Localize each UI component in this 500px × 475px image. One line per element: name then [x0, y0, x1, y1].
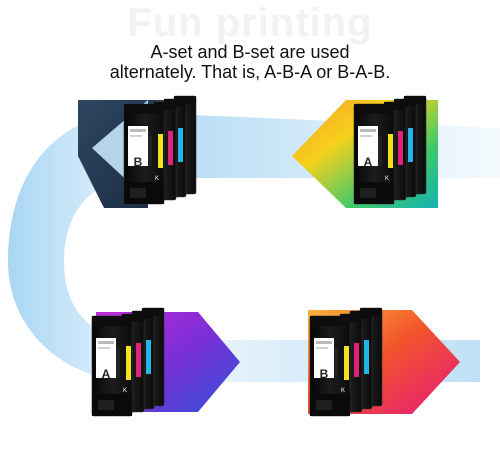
background-heading: Fun printing: [127, 1, 372, 45]
cartridge-set-4: B K: [309, 307, 383, 417]
label-k-3: K: [123, 388, 127, 394]
label-k-1: K: [155, 176, 159, 182]
set-letter-2: A: [364, 155, 373, 169]
caption: A-set and B-set are used alternately. Th…: [0, 42, 500, 82]
label-k-2: K: [385, 176, 389, 182]
caption-line-2: alternately. That is, A-B-A or B-A-B.: [109, 62, 391, 82]
caption-line-1: A-set and B-set are used: [150, 42, 350, 62]
set-letter-1: B: [134, 155, 143, 169]
cartridge-set-2: A K: [353, 95, 427, 205]
set-letter-4: B: [320, 367, 329, 381]
cartridge-set-1: B K: [123, 95, 197, 205]
cartridge-set-3: A K: [91, 307, 165, 417]
set-letter-3: A: [102, 367, 111, 381]
label-k-4: K: [341, 388, 345, 394]
